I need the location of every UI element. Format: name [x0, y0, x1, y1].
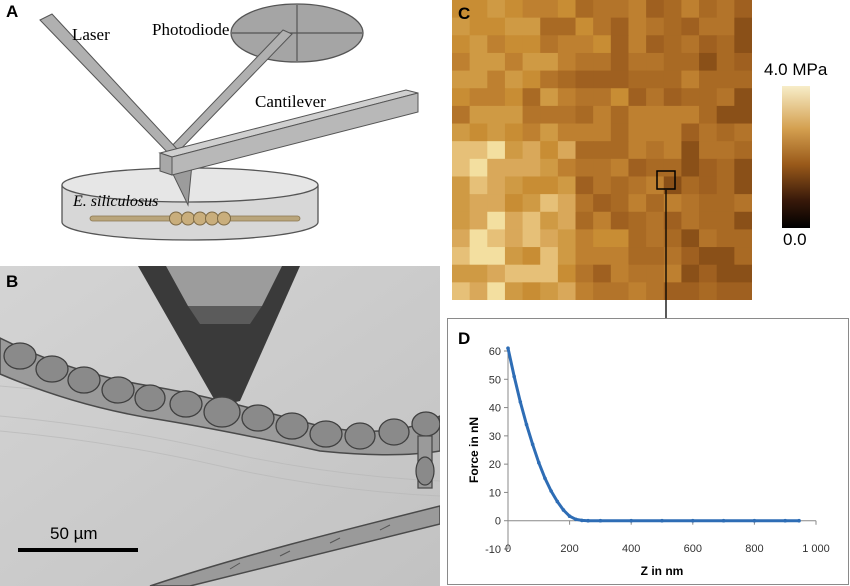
data-point	[573, 517, 578, 522]
scale-bar-label: 50 µm	[50, 524, 98, 543]
data-point	[530, 442, 535, 447]
y-tick-label: 60	[489, 346, 501, 358]
data-point	[752, 518, 757, 523]
panel-a: A Laser Photodiode Cantilever E. silicul…	[0, 0, 440, 262]
x-tick-label: 0	[505, 543, 511, 555]
data-point	[512, 374, 516, 379]
y-tick-label: 40	[489, 403, 501, 415]
panel-letter-a: A	[6, 2, 19, 21]
label-cantilever: Cantilever	[255, 92, 326, 111]
data-point	[660, 518, 664, 523]
data-point	[797, 518, 801, 523]
y-tick-label: -10	[485, 544, 501, 556]
data-point	[518, 400, 523, 404]
data-point	[629, 518, 633, 523]
x-axis-label: Z in nm	[641, 564, 684, 578]
colorbar-max-label: 4.0 MPa	[764, 60, 828, 79]
x-tick-label: 400	[622, 543, 640, 555]
algal-filament-bottom	[149, 505, 440, 586]
micrograph	[0, 266, 440, 586]
y-axis-label: Force in nN	[467, 417, 481, 483]
data-point	[537, 460, 541, 465]
panel-letter-c: C	[458, 4, 471, 23]
y-tick-label: 10	[489, 487, 501, 499]
x-tick-label: 1 000	[802, 543, 830, 555]
data-point	[567, 514, 572, 518]
data-point	[506, 346, 510, 350]
selected-pixel-marker	[656, 170, 676, 190]
x-tick-label: 800	[745, 543, 763, 555]
data-point	[598, 518, 603, 523]
data-point	[549, 489, 553, 493]
panel-b: B 50 µm	[0, 266, 440, 586]
data-point	[721, 518, 726, 523]
y-tick-label: 30	[489, 431, 501, 443]
data-point	[561, 508, 566, 512]
stiffness-map	[452, 0, 752, 300]
y-tick-label: 50	[489, 374, 501, 386]
x-tick-label: 200	[560, 543, 578, 555]
label-laser: Laser	[72, 25, 110, 44]
panel-letter-b: B	[6, 272, 19, 291]
label-specimen: E. siliculosus	[73, 193, 159, 210]
data-point	[586, 518, 590, 523]
force-curve-line	[506, 347, 800, 523]
data-point	[524, 422, 529, 427]
y-tick-label: 20	[489, 459, 501, 471]
x-tick-label: 600	[684, 543, 702, 555]
scale-bar	[18, 548, 138, 552]
panel-c: C 4.0 MPa 0.0	[452, 0, 850, 305]
colorbar-min-label: 0.0	[783, 230, 807, 249]
data-point	[580, 518, 584, 523]
data-point	[783, 518, 787, 523]
data-point	[543, 476, 547, 481]
algal-cells	[169, 211, 231, 226]
cantilever-bar	[159, 152, 173, 176]
y-tick-label: 0	[495, 516, 501, 528]
data-point	[555, 499, 560, 504]
colorbar	[782, 86, 810, 228]
afm-schematic	[39, 3, 419, 241]
algal-cells-top	[3, 342, 440, 450]
data-point	[691, 518, 695, 523]
label-photodiode: Photodiode	[152, 20, 230, 39]
panel-letter-d: D	[458, 329, 471, 348]
